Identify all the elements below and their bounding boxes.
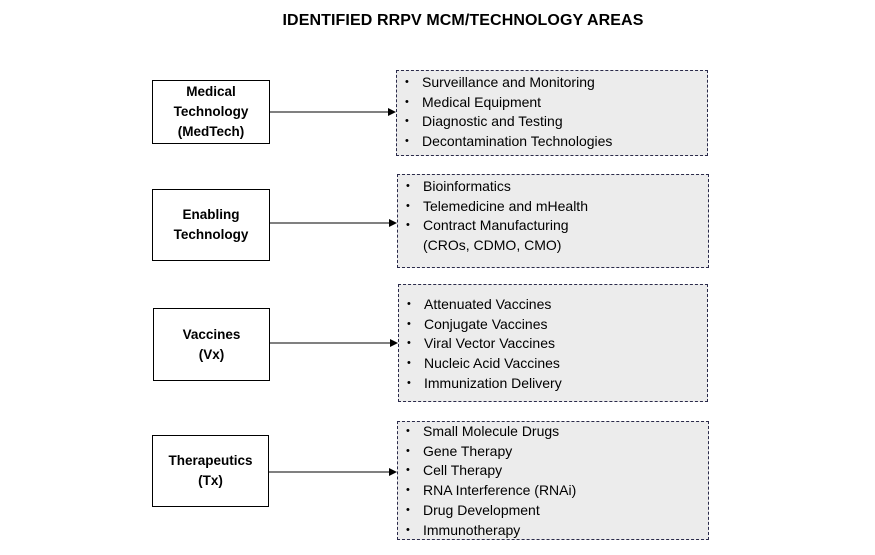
list-item: Immunotherapy [404, 521, 702, 541]
diagram-title: IDENTIFIED RRPV MCM/TECHNOLOGY AREAS [282, 12, 644, 29]
list-item: RNA Interference (RNAi) [404, 481, 702, 501]
items-panel-therapeutics: Small Molecule Drugs Gene Therapy Cell T… [397, 421, 709, 540]
category-box-vaccines: Vaccines (Vx) [153, 308, 270, 381]
list-item: Telemedicine and mHealth [404, 197, 702, 217]
category-label-line: (MedTech) [177, 124, 245, 139]
list-item: Contract Manufacturing(CROs, CDMO, CMO) [404, 216, 702, 255]
list-item: Drug Development [404, 501, 702, 521]
category-label-line: Enabling [182, 207, 240, 222]
list-item: Small Molecule Drugs [404, 422, 702, 442]
list-item: Medical Equipment [403, 93, 701, 113]
list-item: Nucleic Acid Vaccines [405, 354, 701, 374]
category-label-line: Technology [173, 227, 249, 242]
items-panel-vaccines: Attenuated Vaccines Conjugate Vaccines V… [398, 284, 708, 402]
list-item-continuation: (CROs, CDMO, CMO) [423, 237, 562, 254]
list-item: Gene Therapy [404, 442, 702, 462]
list-item: Decontamination Technologies [403, 132, 701, 152]
list-item: Attenuated Vaccines [405, 295, 701, 315]
items-panel-medtech: Surveillance and Monitoring Medical Equi… [396, 70, 708, 156]
category-label-line: (Vx) [198, 346, 225, 362]
list-item: Diagnostic and Testing [403, 112, 701, 132]
items-panel-enabling-technology: Bioinformatics Telemedicine and mHealth … [397, 174, 709, 268]
category-box-therapeutics: Therapeutics (Tx) [152, 435, 269, 507]
category-label-line: Vaccines [182, 326, 241, 342]
category-box-medtech: Medical Technology (MedTech) [152, 80, 270, 144]
category-label-line: (Tx) [198, 473, 223, 488]
list-item: Bioinformatics [404, 177, 702, 197]
list-item: Cell Therapy [404, 461, 702, 481]
list-item: Surveillance and Monitoring [403, 73, 701, 93]
category-label-line: Therapeutics [168, 453, 253, 468]
category-label-line: Technology [173, 104, 249, 119]
list-item: Immunization Delivery [405, 374, 701, 394]
category-box-enabling-technology: Enabling Technology [152, 189, 270, 261]
category-label-line: Medical [186, 84, 236, 99]
list-item: Conjugate Vaccines [405, 315, 701, 335]
list-item: Viral Vector Vaccines [405, 334, 701, 354]
